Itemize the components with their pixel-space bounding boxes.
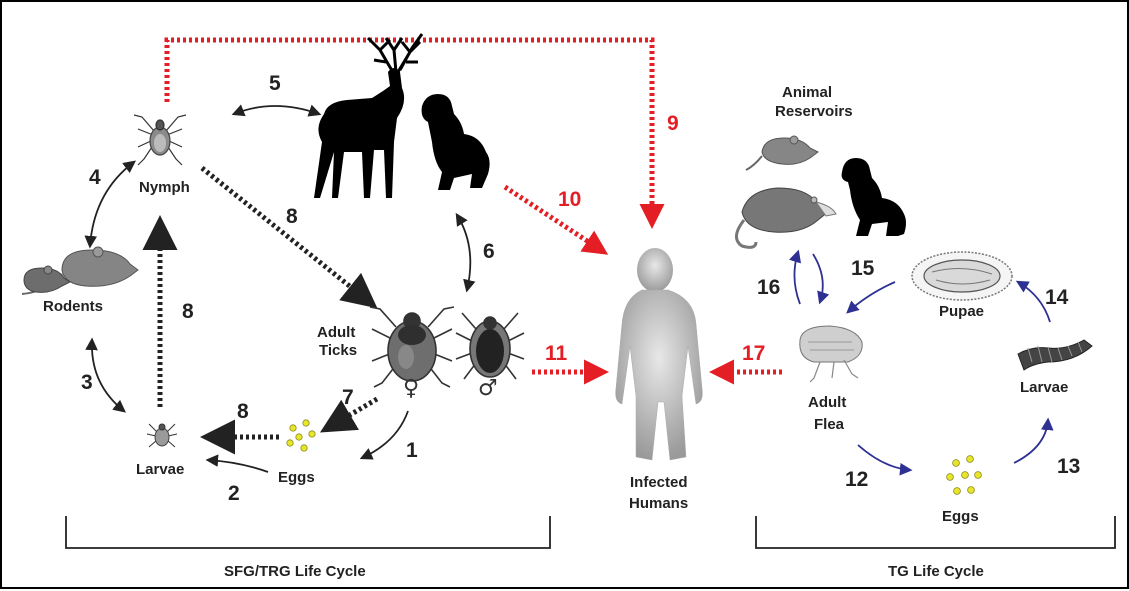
arrow-2 xyxy=(208,460,268,472)
flea-eggs-icon xyxy=(947,456,982,495)
arrow-15a xyxy=(813,254,823,302)
step-17: 17 xyxy=(742,342,765,366)
label-larvae-tick: Larvae xyxy=(136,461,184,478)
step-3: 3 xyxy=(81,371,93,395)
opossum-icon xyxy=(736,188,836,247)
dog-icon xyxy=(422,94,490,190)
step-10: 10 xyxy=(558,188,581,212)
label-animal-res-2: Reservoirs xyxy=(775,103,853,120)
arrow-6 xyxy=(457,215,470,290)
label-adult-ticks-2: Ticks xyxy=(319,342,357,359)
label-pupae: Pupae xyxy=(939,303,984,320)
arrow-3 xyxy=(92,340,124,411)
arrow-1 xyxy=(362,411,408,458)
step-9: 9 xyxy=(667,112,679,136)
label-adult-ticks-1: Adult xyxy=(317,324,355,341)
black-solid-arrows xyxy=(90,106,470,472)
label-tg-cycle: TG Life Cycle xyxy=(888,563,984,580)
label-eggs-flea: Eggs xyxy=(942,508,979,525)
step-7: 7 xyxy=(342,386,354,410)
human-icon xyxy=(616,248,703,460)
arrow-10 xyxy=(505,187,604,252)
step-16: 16 xyxy=(757,276,780,300)
female-tick-icon xyxy=(370,307,454,387)
male-tick-icon xyxy=(456,313,524,379)
step-13: 13 xyxy=(1057,455,1080,479)
step-5: 5 xyxy=(269,72,281,96)
tg-bracket xyxy=(756,516,1115,548)
label-nymph: Nymph xyxy=(139,179,190,196)
male-symbol: ♂ xyxy=(478,376,498,401)
step-2: 2 xyxy=(228,482,240,506)
female-symbol: ♀ xyxy=(403,376,419,401)
label-eggs-tick: Eggs xyxy=(278,469,315,486)
step-8-left: 8 xyxy=(182,300,194,324)
step-8-middle: 8 xyxy=(286,205,298,229)
sfg-bracket xyxy=(66,516,550,548)
step-12: 12 xyxy=(845,468,868,492)
label-infected-1: Infected xyxy=(630,474,688,491)
rodent-icon xyxy=(22,247,138,294)
step-15: 15 xyxy=(851,257,874,281)
rat-icon xyxy=(746,136,818,170)
label-sfg-cycle: SFG/TRG Life Cycle xyxy=(224,563,366,580)
label-larvae-flea: Larvae xyxy=(1020,379,1068,396)
tick-nymph-icon xyxy=(134,115,186,165)
step-4: 4 xyxy=(89,166,101,190)
flea-icon xyxy=(800,326,862,382)
step-6: 6 xyxy=(483,240,495,264)
deer-icon xyxy=(314,34,422,198)
arrow-8-nymph-to-adult xyxy=(202,168,372,304)
step-1: 1 xyxy=(406,439,418,463)
label-infected-2: Humans xyxy=(629,495,688,512)
arrow-15b xyxy=(848,282,895,312)
label-adult-flea-1: Adult xyxy=(808,394,846,411)
arrow-5 xyxy=(234,106,319,114)
label-rodents: Rodents xyxy=(43,298,103,315)
arrow-13 xyxy=(1014,420,1048,463)
eggs-icon xyxy=(287,420,315,451)
step-14: 14 xyxy=(1045,286,1068,310)
step-11: 11 xyxy=(545,342,567,366)
flea-larva-icon xyxy=(1018,340,1092,370)
arrow-16 xyxy=(794,252,800,304)
tick-larva-icon xyxy=(147,424,177,447)
label-animal-res-1: Animal xyxy=(782,84,832,101)
arrow-12 xyxy=(858,445,910,470)
step-8-bottom: 8 xyxy=(237,400,249,424)
label-adult-flea-2: Flea xyxy=(814,416,844,433)
dog-icon-right xyxy=(842,158,906,236)
pupa-icon xyxy=(912,252,1012,300)
